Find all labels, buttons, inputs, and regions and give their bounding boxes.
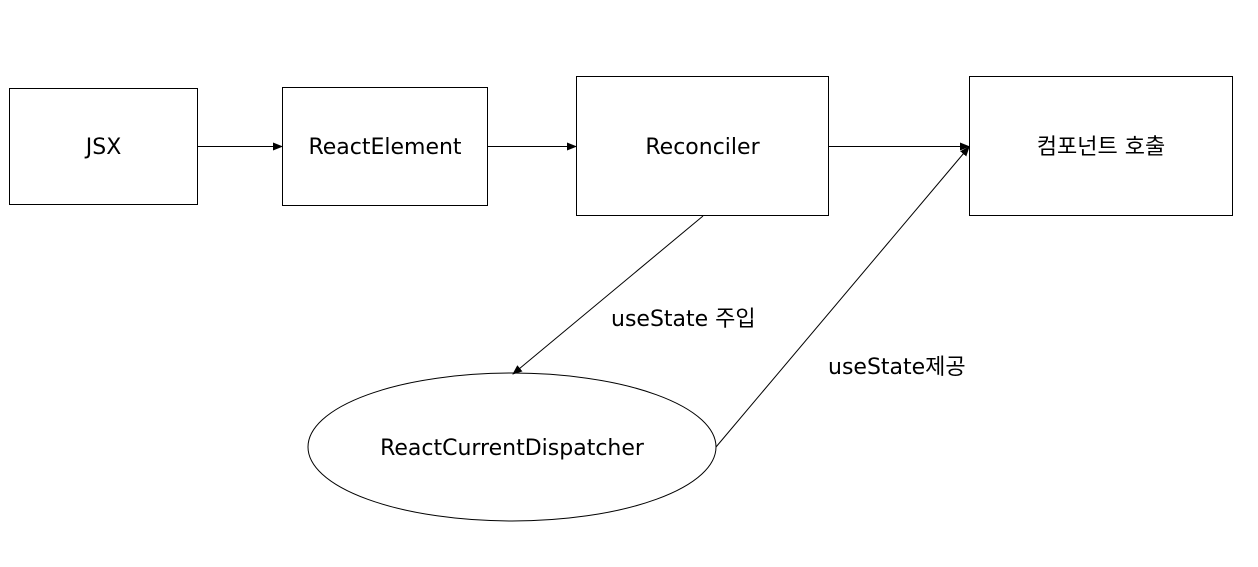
node-component-call: 컴포넌트 호출 (969, 76, 1233, 216)
edge-label-inject: useState 주입 (611, 307, 756, 332)
edge-reconciler-to-dispatcher (512, 215, 704, 375)
edge-label-provide: useState제공 (828, 355, 966, 380)
node-jsx-label: JSX (84, 135, 122, 160)
node-reconciler-label: Reconciler (645, 135, 760, 160)
node-component-call-label: 컴포넌트 호출 (1037, 135, 1165, 160)
node-reconciler: Reconciler (576, 76, 829, 216)
edge-dispatcher-to-component-call (715, 146, 970, 448)
node-react-element-label: ReactElement (308, 135, 461, 160)
node-jsx: JSX (9, 88, 198, 205)
node-dispatcher-label: ReactCurrentDispatcher (380, 436, 645, 461)
node-react-element: ReactElement (282, 87, 488, 206)
node-dispatcher: ReactCurrentDispatcher (307, 372, 717, 522)
